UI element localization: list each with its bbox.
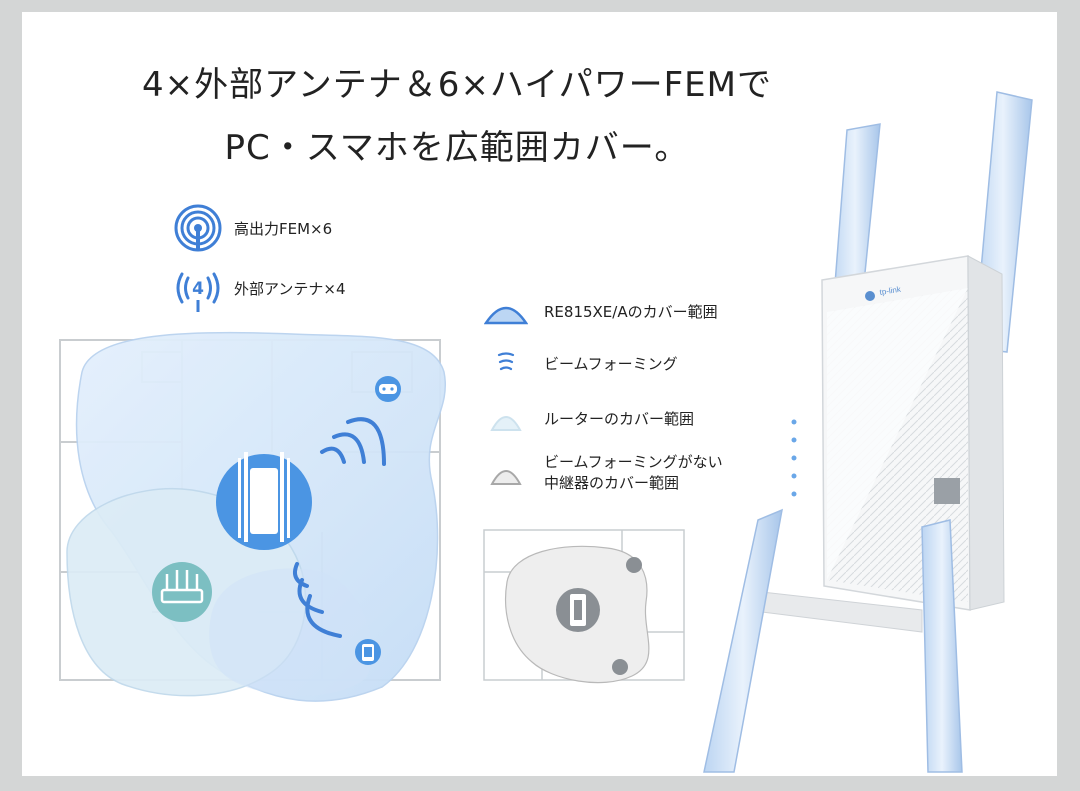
coverage-area-icon	[484, 295, 528, 329]
beamforming-waves-lower	[293, 562, 342, 638]
legend-label-line1: ビームフォーミングがない	[544, 453, 723, 471]
legend-label: ルーターのカバー範囲	[544, 409, 695, 428]
wifi-signal-icon	[172, 202, 224, 254]
legend-beamforming: ビームフォーミング	[484, 347, 678, 381]
headline-line1: 4×外部アンテナ＆6×ハイパワーFEMで	[142, 65, 772, 105]
small-repeater-badge	[556, 588, 600, 632]
gamepad-badge	[375, 376, 401, 402]
repeater-device	[703, 91, 1033, 773]
beamforming-waves-upper	[320, 417, 386, 466]
headline-line2: PC・スマホを広範囲カバー。	[224, 128, 690, 168]
router-coverage-icon	[484, 402, 528, 436]
repeater-badge	[216, 452, 312, 550]
product-card: tp-link 4×外部アンテナ＆6×ハイパワーFEMで PC・スマホを広範囲カ…	[22, 12, 1057, 776]
small-gamepad-badge	[626, 557, 642, 573]
antenna-4-icon: 4	[172, 262, 224, 314]
no-beamforming-coverage-icon	[484, 456, 528, 490]
phone-badge	[355, 639, 381, 665]
router-badge	[152, 562, 212, 622]
device-brand-logo: tp-link	[879, 285, 902, 297]
feature-label: 高出力FEM×6	[234, 219, 333, 238]
legend-label: ビームフォーミング	[544, 354, 678, 373]
legend-router-coverage: ルーターのカバー範囲	[484, 402, 694, 436]
antenna-count-badge: 4	[192, 279, 204, 299]
feature-fem: 高出力FEM×6	[172, 202, 332, 254]
legend-label-line2: 中継器のカバー範囲	[544, 474, 680, 492]
feature-antenna: 4 外部アンテナ×4	[172, 262, 346, 314]
legend-repeater-coverage: RE815XE/Aのカバー範囲	[484, 295, 718, 329]
legend-label: ビームフォーミングがない 中継器のカバー範囲	[544, 452, 723, 494]
small-phone-badge	[612, 659, 628, 675]
beamforming-icon	[484, 347, 528, 381]
coverage-illustration: tp-link	[59, 91, 1033, 773]
legend-label: RE815XE/Aのカバー範囲	[544, 302, 718, 321]
legend-no-beamforming-coverage: ビームフォーミングがない 中継器のカバー範囲	[484, 452, 723, 494]
feature-label: 外部アンテナ×4	[234, 279, 346, 298]
